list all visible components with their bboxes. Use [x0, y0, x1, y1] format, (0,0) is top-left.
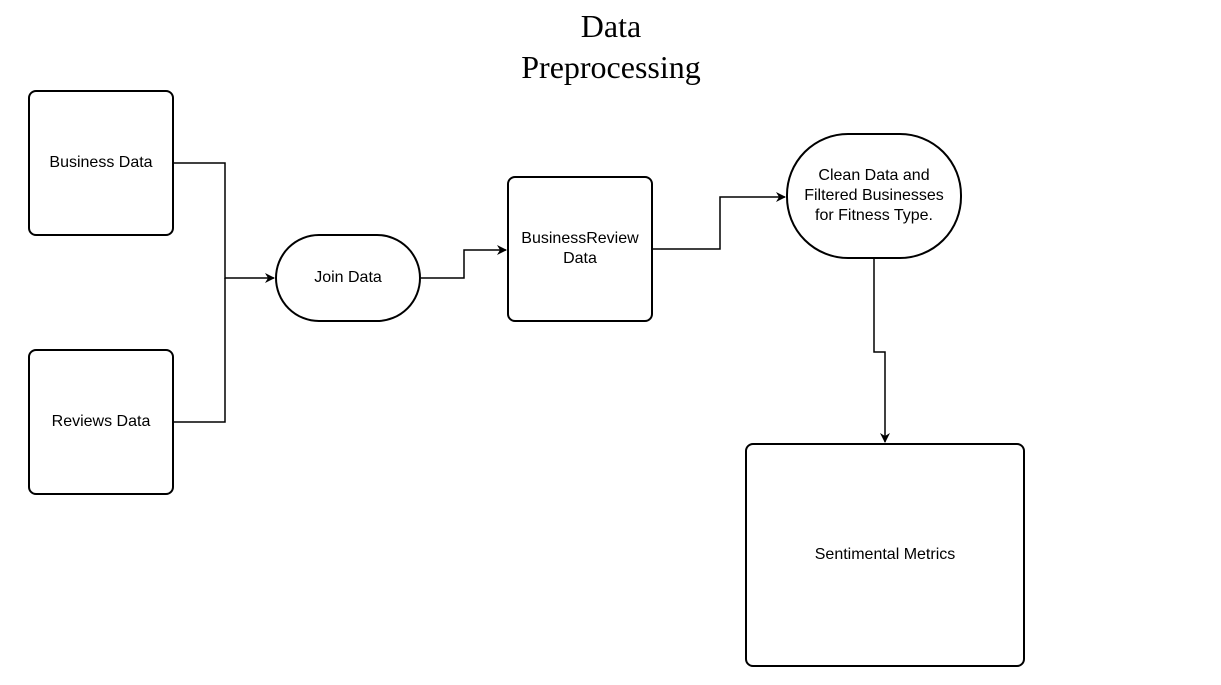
- edge-business-to-join: [174, 162, 275, 283]
- node-join-data-label: Join Data: [314, 269, 382, 286]
- node-reviews-data-label: Reviews Data: [51, 413, 151, 430]
- node-join-data[interactable]: Join Data: [275, 234, 421, 322]
- diagram-title-text: Data Preprocessing: [521, 8, 701, 85]
- edge-join-to-bizreview: [421, 245, 507, 279]
- edge-bizreview-to-clean: [653, 192, 786, 250]
- node-reviews-data[interactable]: Reviews Data: [28, 349, 174, 495]
- node-business-data[interactable]: Business Data: [28, 90, 174, 236]
- diagram-title: Data Preprocessing: [461, 6, 761, 88]
- node-business-data-label: Business Data: [49, 154, 153, 171]
- edge-reviews-to-join: [174, 278, 226, 423]
- node-clean-data[interactable]: Clean Data and Filtered Businesses for F…: [786, 133, 962, 259]
- node-business-review-data-label: BusinessReview Data: [521, 230, 639, 267]
- node-business-review-data[interactable]: BusinessReview Data: [507, 176, 653, 322]
- node-sentimental-metrics-label: Sentimental Metrics: [814, 546, 956, 563]
- node-sentimental-metrics[interactable]: Sentimental Metrics: [745, 443, 1025, 667]
- edge-clean-to-sentiment: [873, 259, 890, 443]
- node-clean-data-label: Clean Data and Filtered Businesses for F…: [804, 167, 944, 224]
